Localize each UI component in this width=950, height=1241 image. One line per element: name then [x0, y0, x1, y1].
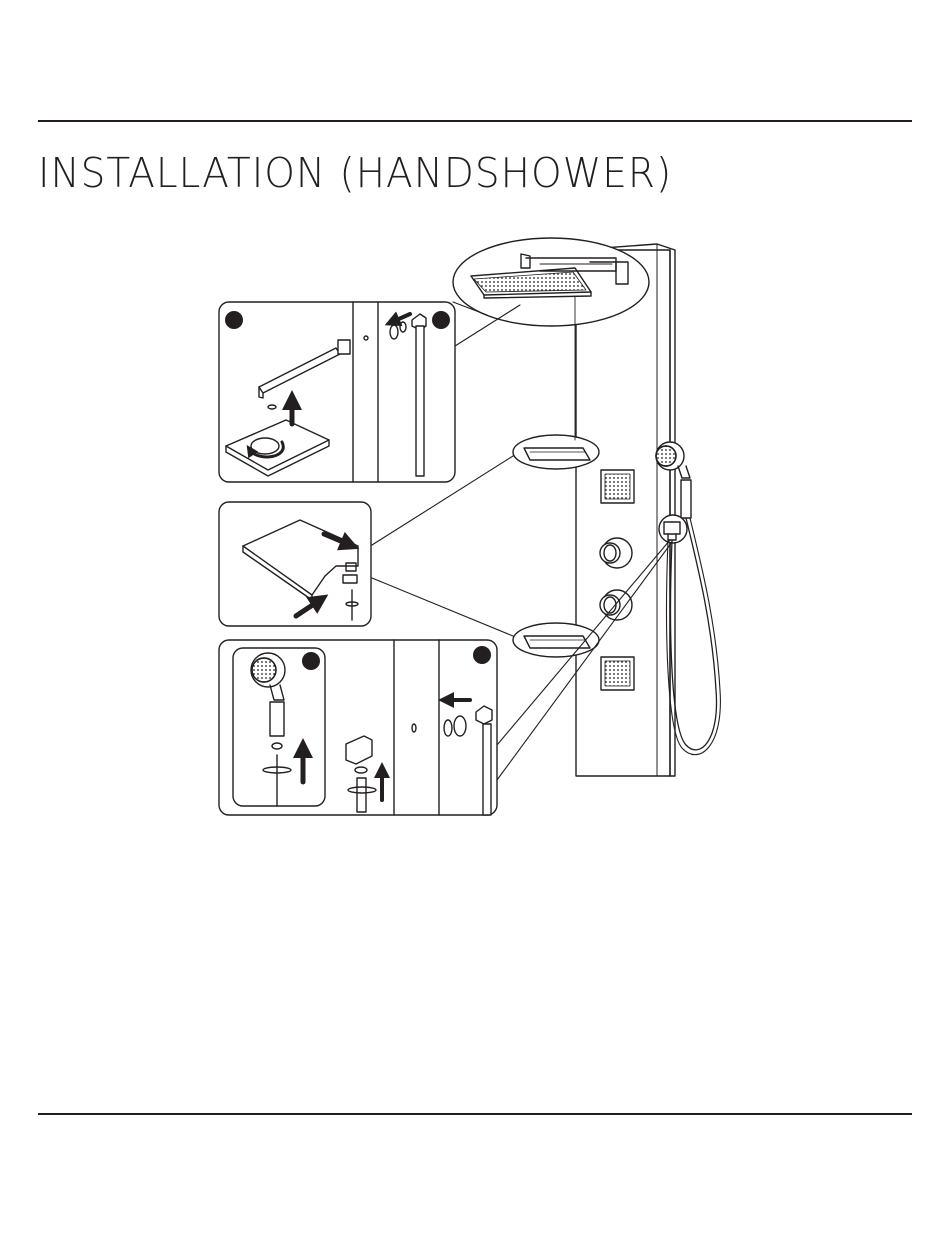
body-jet-upper [601, 470, 634, 503]
panel-shower-arm [219, 302, 455, 482]
panel-handshower [219, 640, 497, 815]
shower-panel [576, 244, 675, 776]
body-jet-lower [601, 657, 634, 690]
panel-shelf [219, 502, 371, 626]
hose [671, 518, 717, 750]
bottom-rule [38, 1113, 912, 1115]
shelf-callout-upper [513, 435, 599, 469]
